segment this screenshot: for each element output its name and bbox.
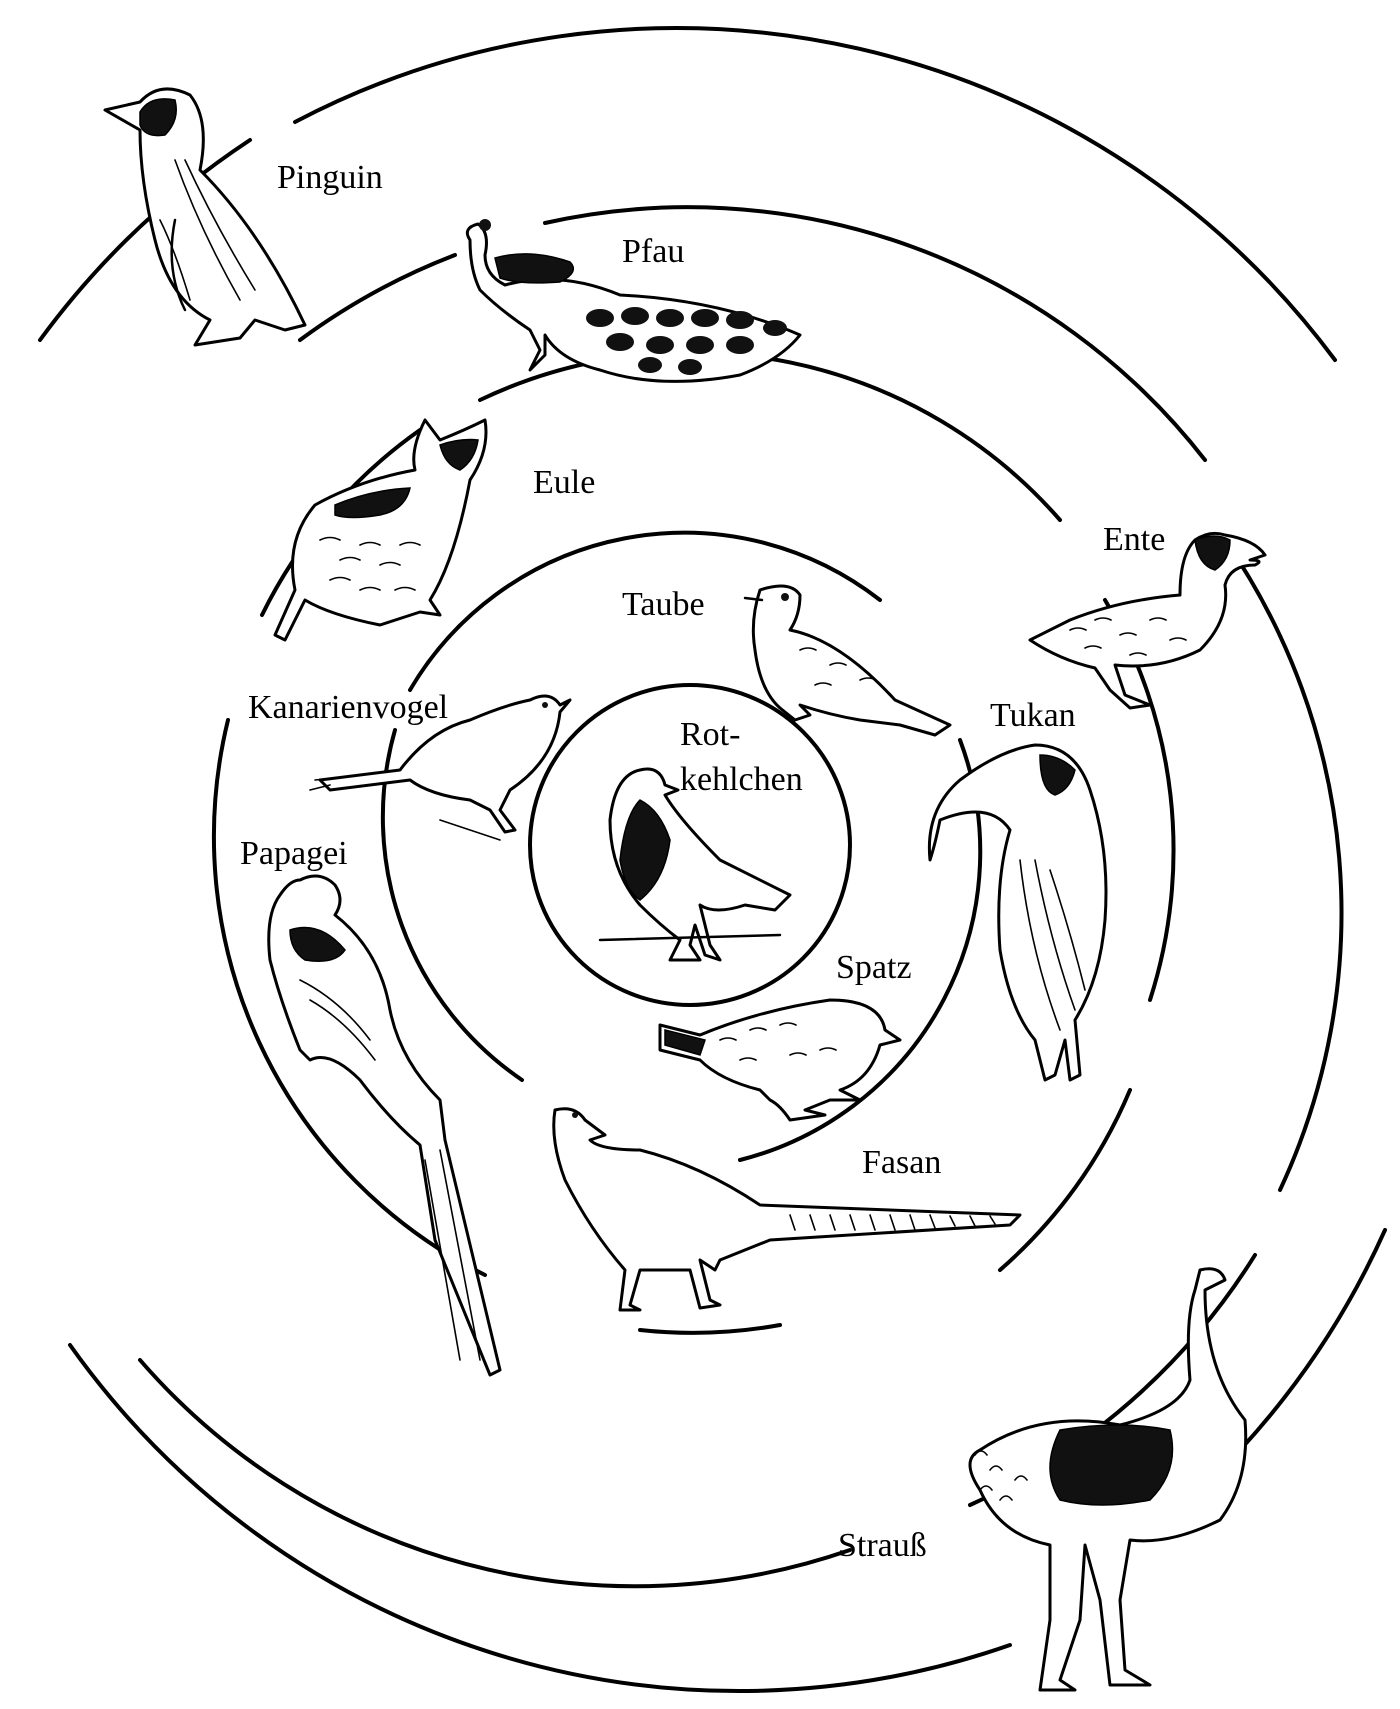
label-fasan: Fasan (862, 1144, 941, 1181)
penguin-icon (103, 87, 307, 347)
label-rotkehlchen-line1: Rot- (680, 716, 740, 753)
label-tukan: Tukan (990, 697, 1076, 734)
duck-icon (1028, 531, 1267, 710)
dove-icon (743, 584, 952, 737)
pheasant-icon (552, 1107, 1022, 1312)
label-rotkehlchen-line2: kehlchen (680, 761, 803, 798)
peacock-icon (465, 219, 802, 383)
parrot-icon (267, 874, 502, 1377)
label-eule: Eule (533, 464, 595, 501)
label-ente: Ente (1103, 521, 1165, 558)
sparrow-icon (658, 998, 902, 1122)
ring-outermost (38, 26, 1387, 1694)
owl-icon (273, 418, 488, 642)
label-spatz: Spatz (836, 949, 912, 986)
label-pfau: Pfau (622, 233, 684, 270)
label-strauss: Strauß (838, 1527, 927, 1564)
label-papagei: Papagei (240, 835, 348, 872)
ring-outer (138, 205, 1344, 1589)
label-pinguin: Pinguin (277, 159, 383, 196)
ostrich-icon (968, 1267, 1248, 1692)
robin-icon (598, 767, 792, 962)
labels: Pinguin Pfau Eule Ente Taube Tukan Kanar… (240, 159, 1165, 1564)
ring-innermost (528, 683, 852, 1007)
canary-icon (309, 694, 572, 841)
label-kanarienvogel: Kanarienvogel (248, 689, 448, 726)
label-taube: Taube (622, 586, 705, 623)
toucan-icon (927, 743, 1108, 1082)
ring-second (380, 530, 983, 1162)
